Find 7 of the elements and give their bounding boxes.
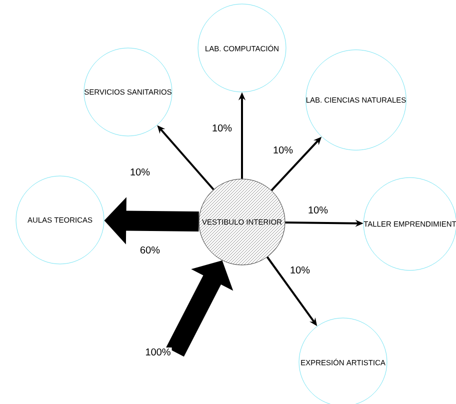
edge-label: 10% xyxy=(272,145,294,155)
edge-label: 10% xyxy=(307,205,329,215)
edge-label: 100% xyxy=(144,347,172,357)
edge-label: 10% xyxy=(289,265,311,275)
edge-label: 10% xyxy=(211,123,233,133)
edge-label: 60% xyxy=(139,245,161,255)
edge-label: 10% xyxy=(129,167,151,177)
